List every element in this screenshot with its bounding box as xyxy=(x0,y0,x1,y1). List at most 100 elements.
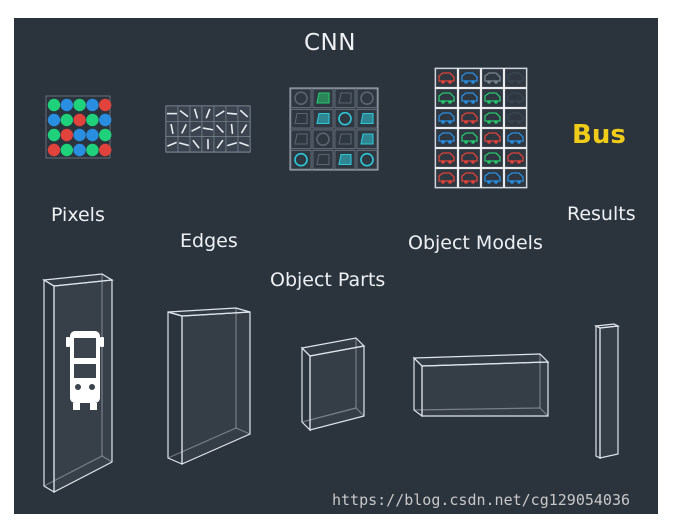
edge-stroke xyxy=(239,141,249,147)
volume-object-models xyxy=(412,353,550,418)
edge-stroke xyxy=(240,124,248,134)
vehicle-wheel xyxy=(448,180,452,184)
part-wheel xyxy=(338,111,352,126)
vehicle-wheel xyxy=(487,80,491,84)
pixels-grid-frame xyxy=(45,95,111,159)
vehicle-wheel xyxy=(517,100,521,104)
edge-stroke xyxy=(216,139,224,149)
vehicle-icon xyxy=(484,152,501,162)
vehicle-icon xyxy=(484,132,501,142)
pixel-dot xyxy=(86,128,99,142)
edge-stroke xyxy=(205,108,211,119)
edge-stroke xyxy=(192,139,200,149)
vehicle-wheel xyxy=(441,160,445,164)
pixel-dot xyxy=(99,128,112,142)
vehicle-icon xyxy=(438,112,455,122)
vehicle-wheel xyxy=(510,180,514,184)
vehicle-wheel xyxy=(464,160,468,164)
vehicle-icon xyxy=(507,92,524,102)
vehicle-icon xyxy=(484,172,501,182)
pixel-dot xyxy=(60,128,73,142)
part-panel xyxy=(338,133,352,145)
vehicle-icon xyxy=(461,112,478,122)
vehicle-icon xyxy=(461,152,478,162)
vehicle-wheel xyxy=(510,80,514,84)
volume-edges xyxy=(167,307,251,465)
part-cell xyxy=(312,150,334,170)
part-cell xyxy=(290,129,312,149)
vehicle-wheel xyxy=(517,180,521,184)
part-cell xyxy=(334,129,356,149)
object-parts-grid xyxy=(289,87,379,171)
stage-label-results: Results xyxy=(567,203,636,225)
pixel-dot xyxy=(99,98,112,112)
vehicle-icon xyxy=(438,152,455,162)
edge-stroke xyxy=(178,142,190,147)
vehicle-wheel xyxy=(471,100,475,104)
vehicle-wheel xyxy=(448,120,452,124)
vehicle-wheel xyxy=(517,80,521,84)
vehicle-wheel xyxy=(494,160,498,164)
vehicle-wheel xyxy=(487,140,491,144)
edge-stroke xyxy=(226,112,238,115)
vehicle-wheel xyxy=(494,140,498,144)
volume-results xyxy=(593,323,621,459)
vehicle-icon xyxy=(461,92,478,102)
part-panel xyxy=(338,92,352,104)
edge-stroke xyxy=(239,109,249,118)
vehicle-wheel xyxy=(448,160,452,164)
vehicle-wheel xyxy=(448,80,452,84)
watermark-url: https://blog.csdn.net/cg129054036 xyxy=(332,491,631,509)
vehicle-wheel xyxy=(517,140,521,144)
vehicle-wheel xyxy=(471,140,475,144)
vehicle-icon xyxy=(507,72,524,82)
edge-stroke xyxy=(216,124,224,134)
vehicle-icon xyxy=(461,132,478,142)
vehicle-wheel xyxy=(441,120,445,124)
pixel-dot xyxy=(73,143,86,157)
edge-stroke xyxy=(170,123,174,134)
stage-label-edges: Edges xyxy=(180,230,238,252)
part-wheel xyxy=(316,132,330,147)
pixel-dot xyxy=(47,113,61,127)
vehicle-wheel xyxy=(441,80,445,84)
vehicle-icon xyxy=(507,112,524,122)
vehicle-wheel xyxy=(494,100,498,104)
vehicle-wheel xyxy=(487,100,491,104)
pixel-dot xyxy=(47,98,61,112)
pixel-dot xyxy=(99,113,112,127)
part-cell xyxy=(334,88,356,108)
edge-stroke xyxy=(181,124,187,134)
vehicle-wheel xyxy=(471,160,475,164)
vehicle-wheel xyxy=(494,120,498,124)
part-panel xyxy=(360,112,374,125)
stage-label-pixels: Pixels xyxy=(51,204,105,226)
part-panel xyxy=(316,112,330,125)
vehicle-icon xyxy=(438,172,455,182)
vehicle-wheel xyxy=(471,180,475,184)
vehicle-icon xyxy=(438,92,455,102)
vehicle-wheel xyxy=(441,180,445,184)
part-panel xyxy=(316,92,330,104)
edges-grid xyxy=(165,105,251,153)
vehicle-icon xyxy=(461,172,478,182)
vehicle-icon xyxy=(507,172,524,182)
vehicle-wheel xyxy=(471,120,475,124)
vehicle-wheel xyxy=(441,140,445,144)
pixel-dot xyxy=(86,113,99,127)
vehicle-icon xyxy=(507,152,524,162)
cnn-diagram-panel: Bus xyxy=(14,18,658,514)
diagram-title: CNN xyxy=(304,30,356,56)
pixel-dot xyxy=(73,98,86,112)
part-wheel xyxy=(360,91,374,105)
vehicle-wheel xyxy=(448,140,452,144)
vehicle-wheel xyxy=(517,160,521,164)
vehicle-wheel xyxy=(510,120,514,124)
part-wheel xyxy=(294,152,308,167)
part-wheel xyxy=(360,152,374,167)
part-panel xyxy=(338,153,352,166)
edge-stroke xyxy=(202,127,214,131)
vehicle-wheel xyxy=(510,100,514,104)
part-wheel xyxy=(294,91,308,105)
vehicle-wheel xyxy=(494,180,498,184)
